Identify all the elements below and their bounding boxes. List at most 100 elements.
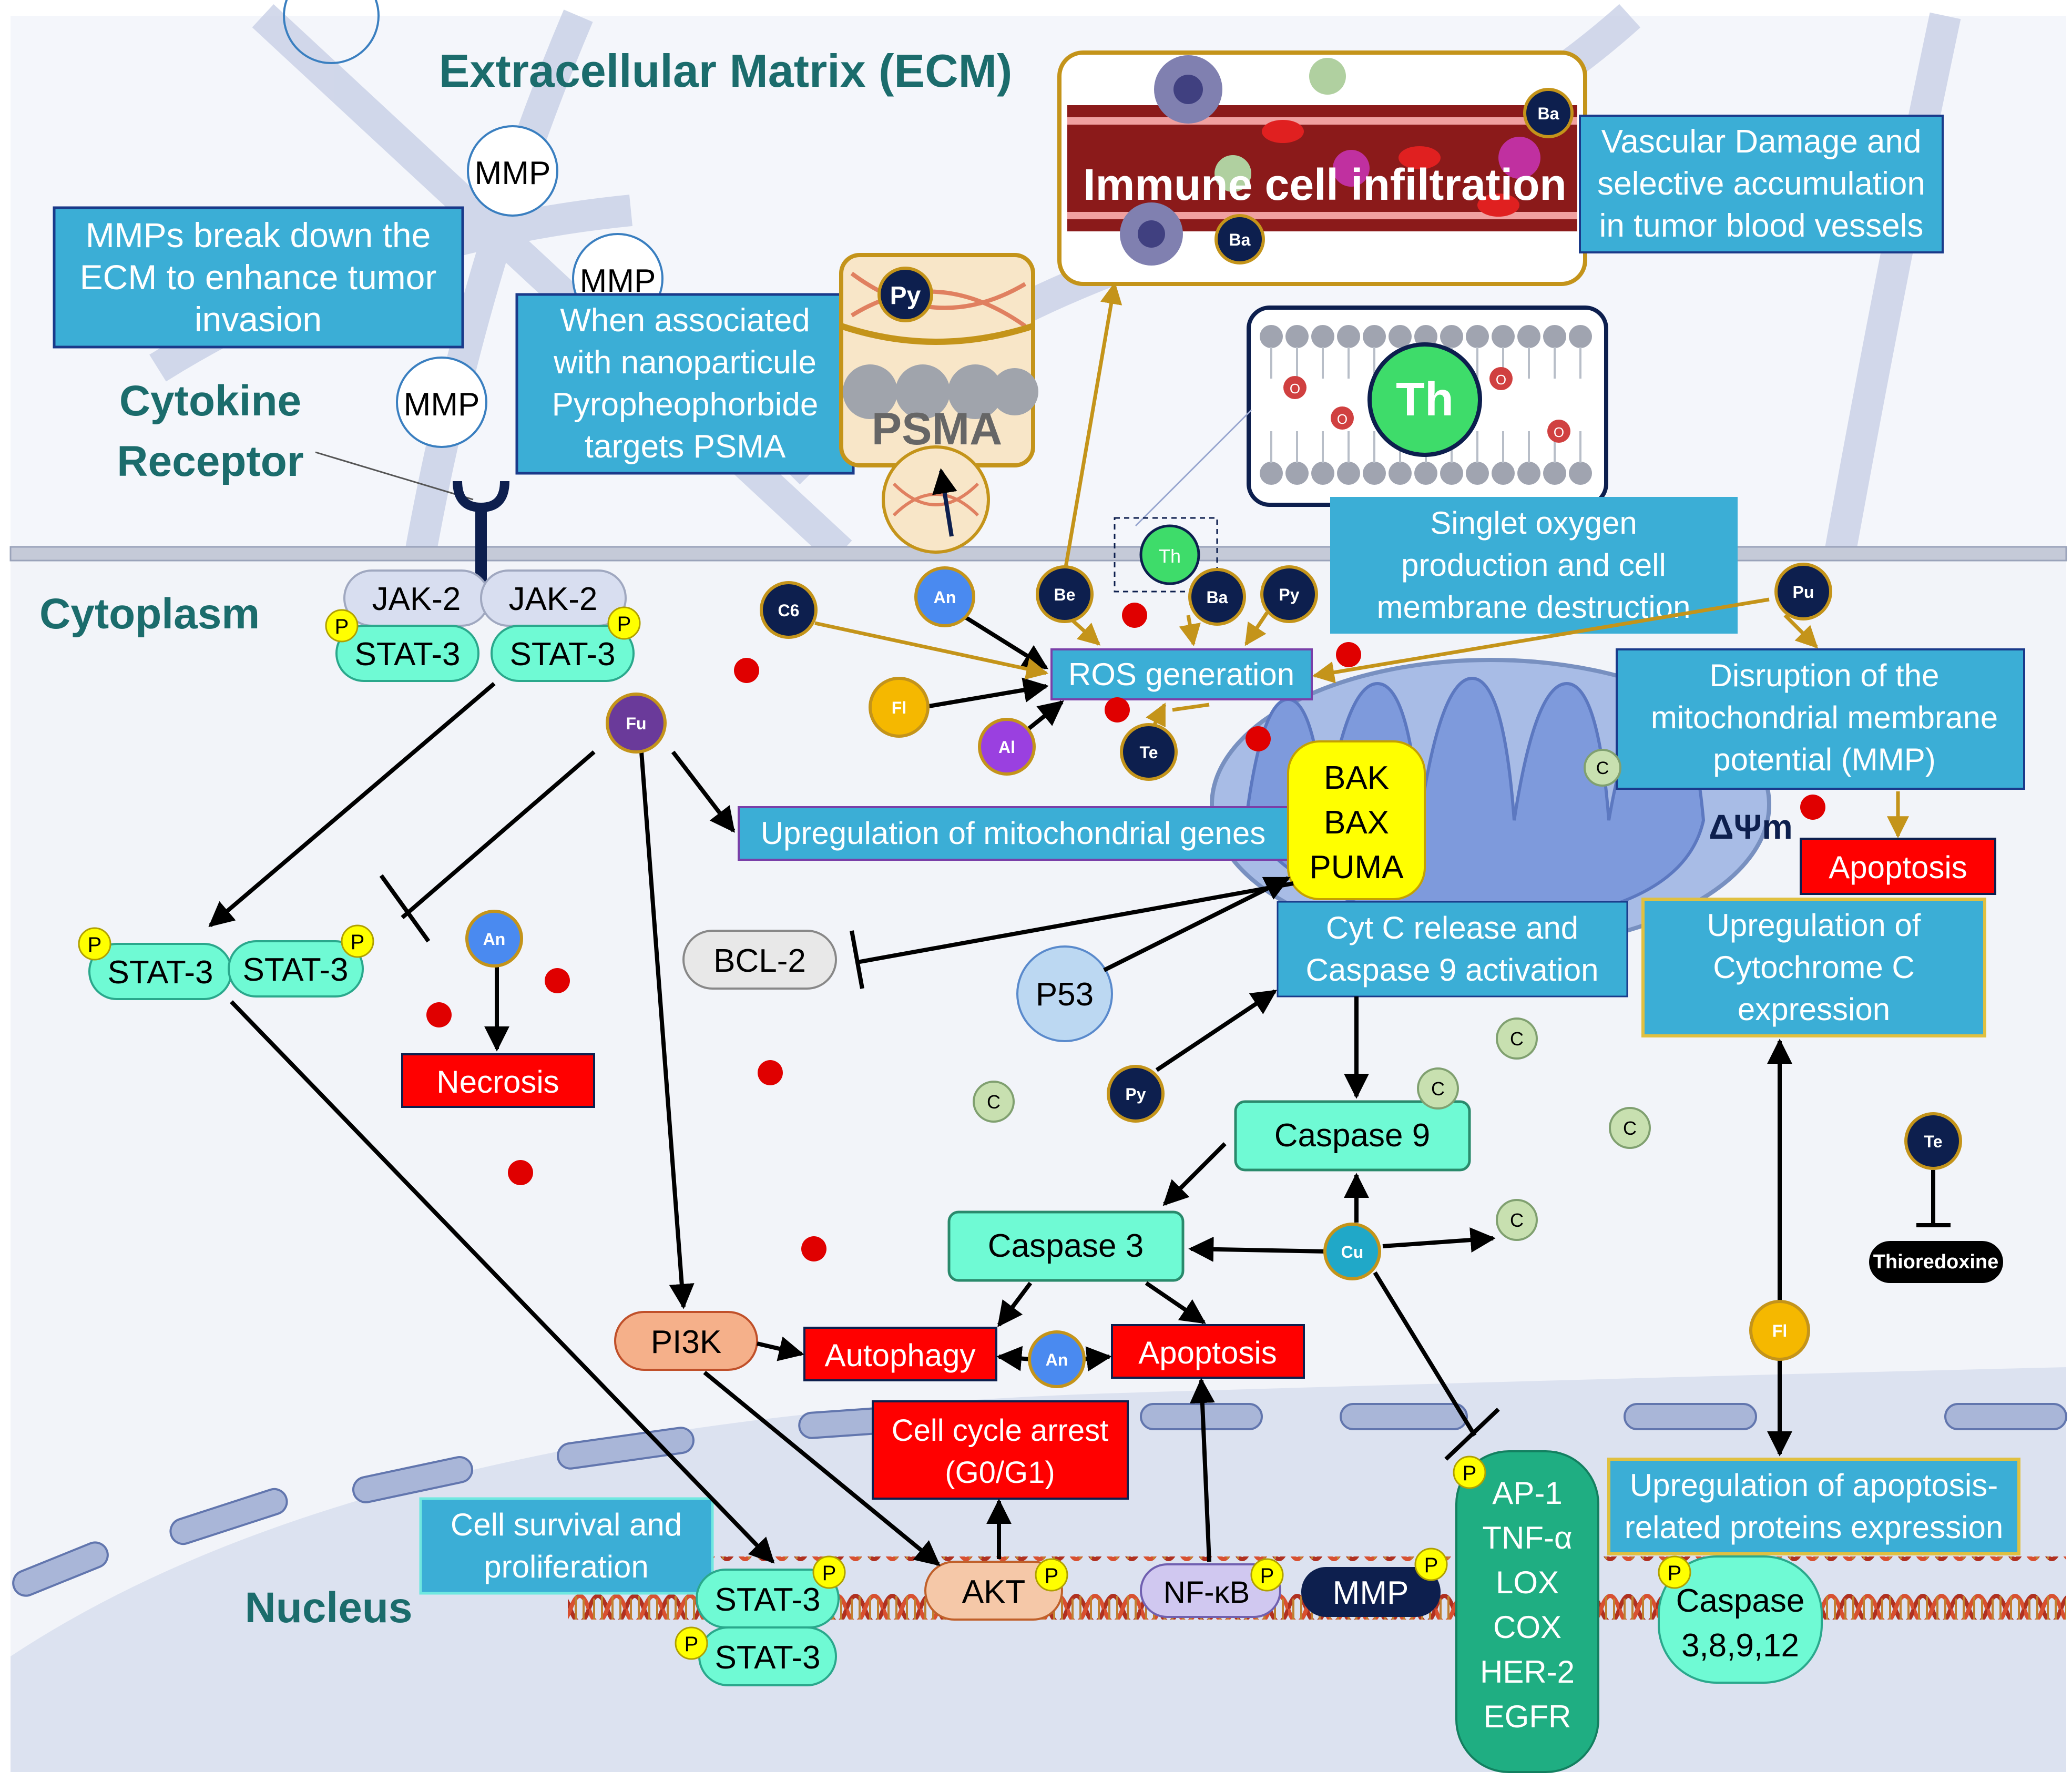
mmp-enzyme: MMP: [467, 125, 558, 217]
compound-an: An: [1028, 1330, 1086, 1388]
svg-text:C: C: [1510, 1209, 1524, 1231]
lipid-head: [1363, 325, 1386, 348]
survival-callout: Cell survival and proliferation: [419, 1497, 714, 1595]
svg-text:PUMA: PUMA: [1309, 849, 1404, 886]
ros-particles: [426, 603, 1825, 1261]
nucleus-heading: Nucleus: [245, 1584, 413, 1632]
oxygen-radical: O: [1283, 376, 1307, 399]
svg-text:O: O: [1290, 381, 1300, 396]
svg-text:STAT-3: STAT-3: [108, 954, 213, 991]
svg-text:O: O: [1337, 411, 1348, 427]
svg-text:P: P: [685, 1633, 699, 1656]
svg-text:Ba: Ba: [1207, 588, 1228, 607]
p53: P53: [1016, 945, 1113, 1042]
svg-text:P: P: [88, 933, 102, 956]
svg-text:targets PSMA: targets PSMA: [585, 429, 786, 465]
svg-text:Pu: Pu: [1793, 583, 1814, 602]
svg-text:PI3K: PI3K: [651, 1324, 721, 1360]
lipid-head: [1337, 462, 1360, 485]
lipid-head: [1414, 462, 1437, 485]
disruption-callout: Disruption of the mitochondrial membrane…: [1616, 648, 2025, 790]
svg-text:related proteins expression: related proteins expression: [1625, 1510, 2003, 1545]
compound-fu: Fu: [606, 693, 667, 754]
phospho-badge: P: [341, 924, 374, 958]
lipid-head: [1466, 325, 1489, 348]
svg-text:COX: COX: [1493, 1610, 1561, 1645]
th-selection-box: [1114, 517, 1218, 593]
apoptosis-mito: Apoptosis: [1800, 838, 1996, 895]
svg-text:Necrosis: Necrosis: [436, 1064, 559, 1100]
svg-text:Ba: Ba: [1538, 104, 1559, 123]
svg-text:Fu: Fu: [626, 714, 646, 733]
svg-text:Te: Te: [1924, 1132, 1943, 1151]
svg-text:O: O: [1496, 372, 1506, 388]
psma-inset: PSMA Py: [839, 253, 1038, 554]
caspase-multi: Caspase 3,8,9,12: [1658, 1555, 1823, 1684]
svg-text:Thioredoxine: Thioredoxine: [1873, 1251, 1999, 1273]
svg-text:STAT-3: STAT-3: [510, 636, 616, 673]
svg-text:MMP: MMP: [404, 386, 480, 423]
cytc-callout: Cyt C release and Caspase 9 activation: [1277, 901, 1628, 998]
svg-text:production and cell: production and cell: [1401, 547, 1666, 583]
svg-text:P: P: [1424, 1554, 1438, 1577]
cytochrome-c-particle: C: [1496, 1017, 1538, 1060]
caspase-9: Caspase 9: [1234, 1100, 1471, 1172]
oxygen-radical: O: [1547, 420, 1570, 443]
lipid-head: [1466, 462, 1489, 485]
svg-text:MMP: MMP: [1333, 1575, 1409, 1611]
lipid-head: [1389, 325, 1412, 348]
compound-te: Te: [1904, 1112, 1962, 1170]
mito-genes-box: Upregulation of mitochondrial genes: [738, 806, 1289, 861]
compound-py: Py: [1107, 1065, 1165, 1123]
cytoplasm-heading: Cytoplasm: [39, 590, 260, 638]
psma-callout: When associated with nanoparticule Pyrop…: [515, 293, 855, 475]
compound-ba: Ba: [1214, 214, 1265, 264]
phospho-badge: P: [1453, 1456, 1486, 1489]
svg-text:in tumor blood vessels: in tumor blood vessels: [1599, 208, 1924, 244]
nfkb: NF-κB: [1140, 1563, 1281, 1618]
svg-text:Cytochrome C: Cytochrome C: [1713, 950, 1914, 985]
lipid-head: [1285, 462, 1309, 485]
svg-text:C: C: [1510, 1028, 1524, 1050]
svg-text:Cell cycle arrest: Cell cycle arrest: [892, 1413, 1109, 1448]
compound-fl: Fl: [1749, 1300, 1810, 1361]
compound-th: Th: [1139, 524, 1200, 585]
svg-text:JAK-2: JAK-2: [372, 581, 461, 617]
compound-ba: Ba: [1523, 88, 1574, 138]
svg-text:Disruption of the: Disruption of the: [1710, 658, 1940, 693]
compound-cu: Cu: [1323, 1223, 1381, 1280]
svg-text:Caspase 3: Caspase 3: [988, 1228, 1144, 1264]
oxygen-radical: O: [1489, 367, 1513, 390]
svg-text:JAK-2: JAK-2: [509, 581, 598, 617]
svg-text:Upregulation of apoptosis-: Upregulation of apoptosis-: [1630, 1468, 1998, 1503]
phospho-badge: P: [1414, 1548, 1448, 1581]
pathway-arrows: [208, 613, 1951, 1566]
svg-text:mitochondrial membrane: mitochondrial membrane: [1651, 700, 1998, 735]
compound-an: An: [465, 910, 523, 968]
lipid-head: [1517, 462, 1540, 485]
caspase-3: Caspase 3: [947, 1210, 1185, 1282]
svg-text:STAT-3: STAT-3: [355, 636, 461, 673]
stat3-membrane-left: STAT-3: [335, 625, 479, 682]
phospho-badge: P: [675, 1626, 708, 1660]
lipid-head: [1389, 462, 1412, 485]
cytochrome-c-particle: C: [973, 1081, 1015, 1123]
svg-text:membrane destruction: membrane destruction: [1377, 589, 1691, 625]
lipid-head: [1569, 462, 1592, 485]
compound-be: Be: [1036, 565, 1094, 623]
svg-text:BAK: BAK: [1324, 760, 1389, 796]
svg-text:P: P: [335, 615, 349, 638]
delta-psi-m: ΔΨm: [1709, 807, 1793, 846]
svg-text:STAT-3: STAT-3: [243, 952, 349, 988]
bcl2: BCL-2: [682, 930, 837, 990]
necrosis: Necrosis: [401, 1053, 595, 1108]
pi3k: PI3K: [614, 1311, 758, 1371]
lipid-head: [1337, 325, 1360, 348]
svg-text:Th: Th: [1396, 373, 1454, 426]
vascular-callout: Vascular Damage and selective accumulati…: [1579, 115, 1944, 253]
svg-text:Pyropheophorbide: Pyropheophorbide: [552, 386, 819, 423]
oxygen-radical: O: [1331, 406, 1354, 430]
svg-text:Autophagy: Autophagy: [825, 1338, 976, 1373]
